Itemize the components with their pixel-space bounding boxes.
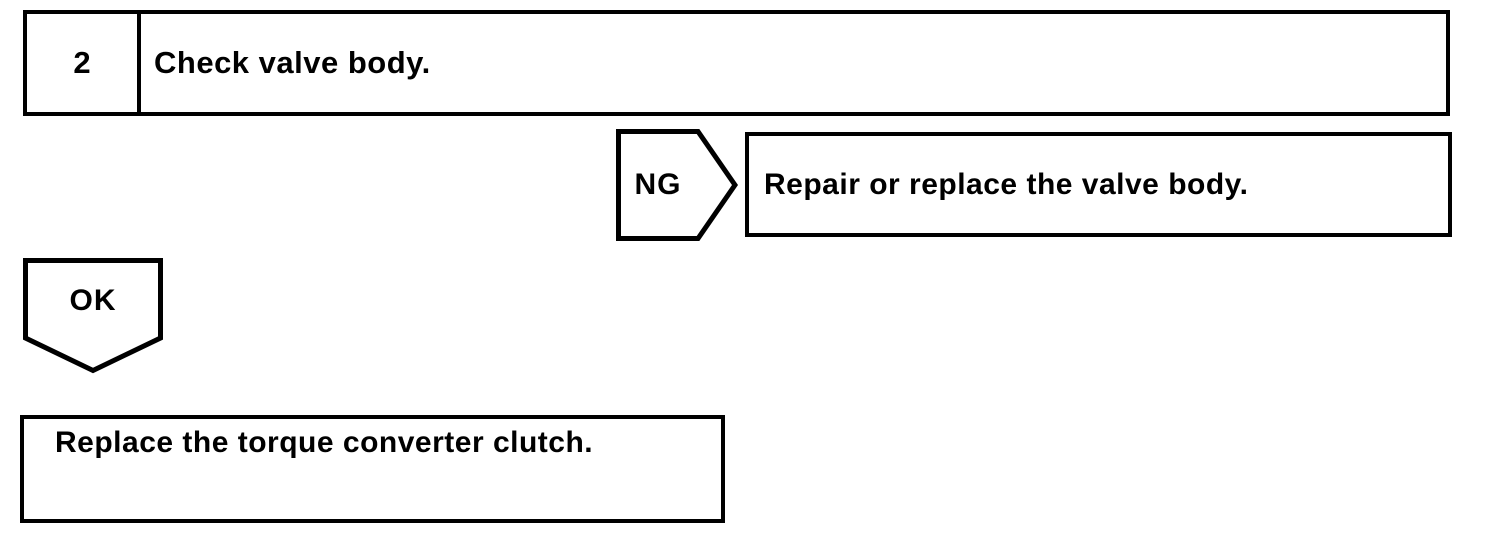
- step-number: 2: [27, 14, 141, 112]
- ok-label: OK: [69, 284, 117, 317]
- ng-result-box: Repair or replace the valve body.: [745, 132, 1452, 237]
- ng-label: NG: [634, 168, 682, 201]
- step-box: 2 Check valve body.: [23, 10, 1450, 116]
- ng-result-text: Repair or replace the valve body.: [764, 167, 1249, 201]
- ng-connector: NG: [616, 129, 738, 241]
- ok-pentagon-down-icon: [23, 258, 163, 374]
- final-action-text: Replace the torque converter clutch.: [55, 426, 594, 459]
- final-action-box: Replace the torque converter clutch.: [20, 415, 725, 523]
- ng-pentagon-right-icon: [616, 129, 738, 241]
- ok-connector: OK: [23, 258, 163, 374]
- step-instruction: Check valve body.: [154, 45, 431, 80]
